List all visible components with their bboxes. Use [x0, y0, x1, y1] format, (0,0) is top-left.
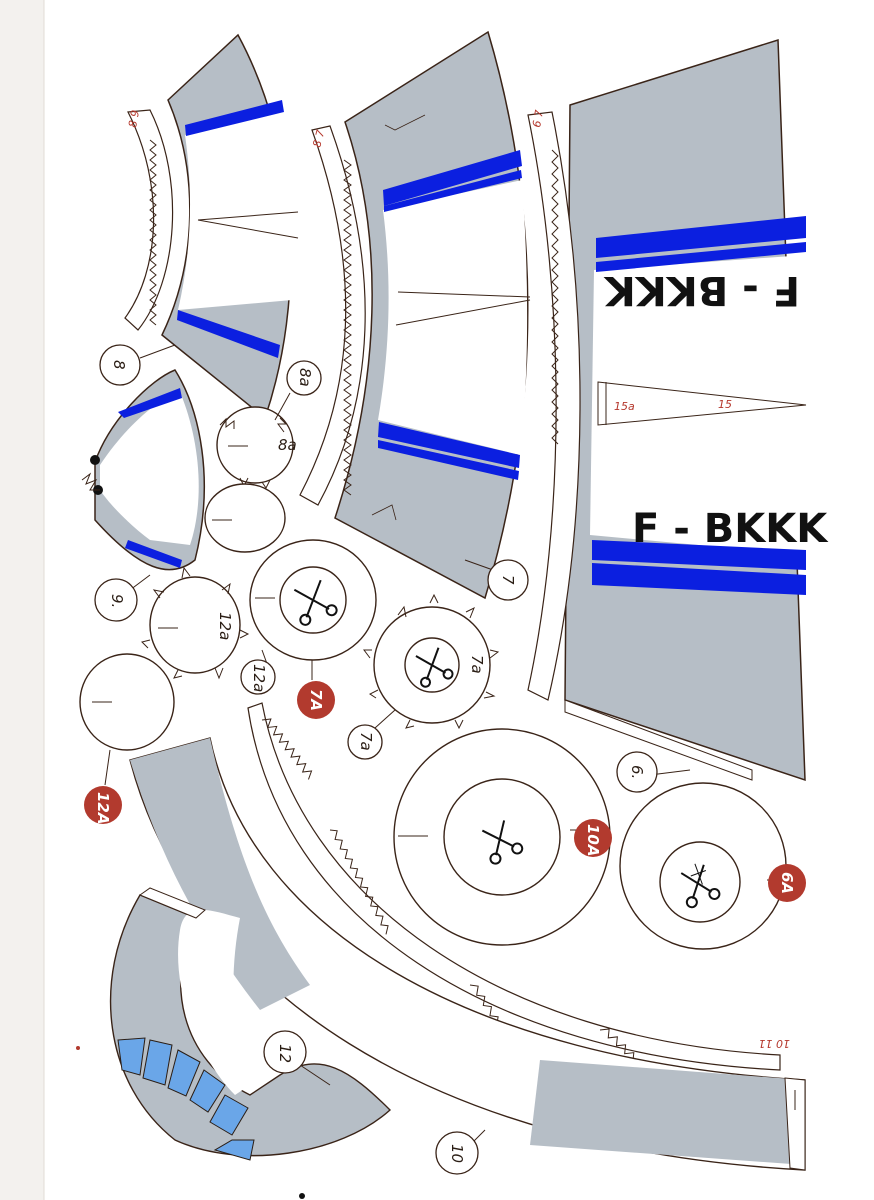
tab-strip-8-9: 8 9	[124, 109, 174, 331]
part-15-label: 15	[718, 398, 732, 411]
part-12a-circle: 12a	[141, 566, 250, 680]
part-6-label: 6.	[628, 765, 646, 779]
sheet-margin	[0, 0, 44, 1200]
label-12: 12	[263, 1030, 307, 1074]
part-15a-label: 15a	[614, 400, 635, 413]
part-8-label: 8	[110, 360, 128, 370]
part-8a-label: 8a	[278, 436, 297, 454]
label-8a: 8a	[286, 360, 322, 396]
badge-6A-label: 6A	[778, 872, 796, 894]
part-10A-disc	[393, 728, 611, 946]
badge-12A: 12A	[84, 786, 122, 824]
scissors-icon	[293, 579, 338, 626]
badge-7A-label: 7A	[307, 689, 325, 711]
scissors-icon	[415, 647, 454, 688]
label-7a: 7a	[347, 724, 383, 760]
part-7a-circle: 7a	[363, 593, 500, 730]
scissors-icon	[481, 820, 524, 865]
tab-mark-6-7: 6 7	[530, 109, 546, 128]
part-12a-tag: 12a	[250, 664, 268, 692]
part-6A-disc	[619, 782, 787, 950]
badge-12A-label: 12A	[94, 792, 112, 824]
part-8a-tag: 8a	[296, 368, 314, 387]
badge-10A-label: 10A	[584, 824, 602, 856]
part-8a-circle: 8a	[216, 406, 297, 489]
part-10-strip: 10 11	[129, 702, 806, 1171]
tab-strip-8-7: 8 7	[299, 125, 366, 506]
part-6-panel: 15a 15 F - BKKK F - BKKK	[564, 38, 829, 782]
part-12-cockpit	[109, 887, 392, 1161]
part-7a-label: 7a	[468, 655, 486, 674]
label-10: 10	[435, 1131, 479, 1175]
part-12-label: 12	[276, 1044, 294, 1063]
cockpit-windows	[117, 1037, 255, 1161]
register-mark	[76, 1046, 80, 1050]
tab-mark-8-9: 8 9	[126, 109, 142, 128]
label-8: 8	[99, 344, 141, 386]
part-9-label: 9.	[108, 594, 126, 608]
register-mark	[299, 1193, 305, 1199]
part-blank-ellipse	[204, 483, 286, 553]
part-9-tail-cone	[81, 369, 206, 571]
part-8-panel	[161, 33, 299, 420]
badge-6A: 6A	[768, 864, 806, 902]
part-7-label: 7	[499, 575, 517, 585]
part-7-panel	[334, 30, 531, 600]
label-9: 9.	[94, 578, 138, 622]
part-7a-tag: 7a	[357, 732, 375, 751]
registration-bottom: F - BKKK	[632, 506, 829, 552]
part-7A-disc	[249, 539, 377, 661]
tab-mark-8-7: 8 7	[310, 129, 327, 149]
tab-mark-10-11: 10 11	[759, 1037, 791, 1050]
scissors-icon	[680, 863, 721, 909]
tab-strip-6-7: 6 7	[527, 109, 581, 701]
part-10-label: 10	[448, 1144, 466, 1163]
label-6: 6.	[616, 751, 658, 793]
registration-top: F - BKKK	[603, 267, 800, 313]
badge-10A: 10A	[574, 819, 612, 857]
part-12A-disc	[79, 653, 175, 751]
label-12a: 12a	[240, 659, 276, 695]
part-12a-label: 12a	[216, 612, 234, 640]
badge-7A: 7A	[297, 681, 335, 719]
label-7: 7	[487, 559, 529, 601]
